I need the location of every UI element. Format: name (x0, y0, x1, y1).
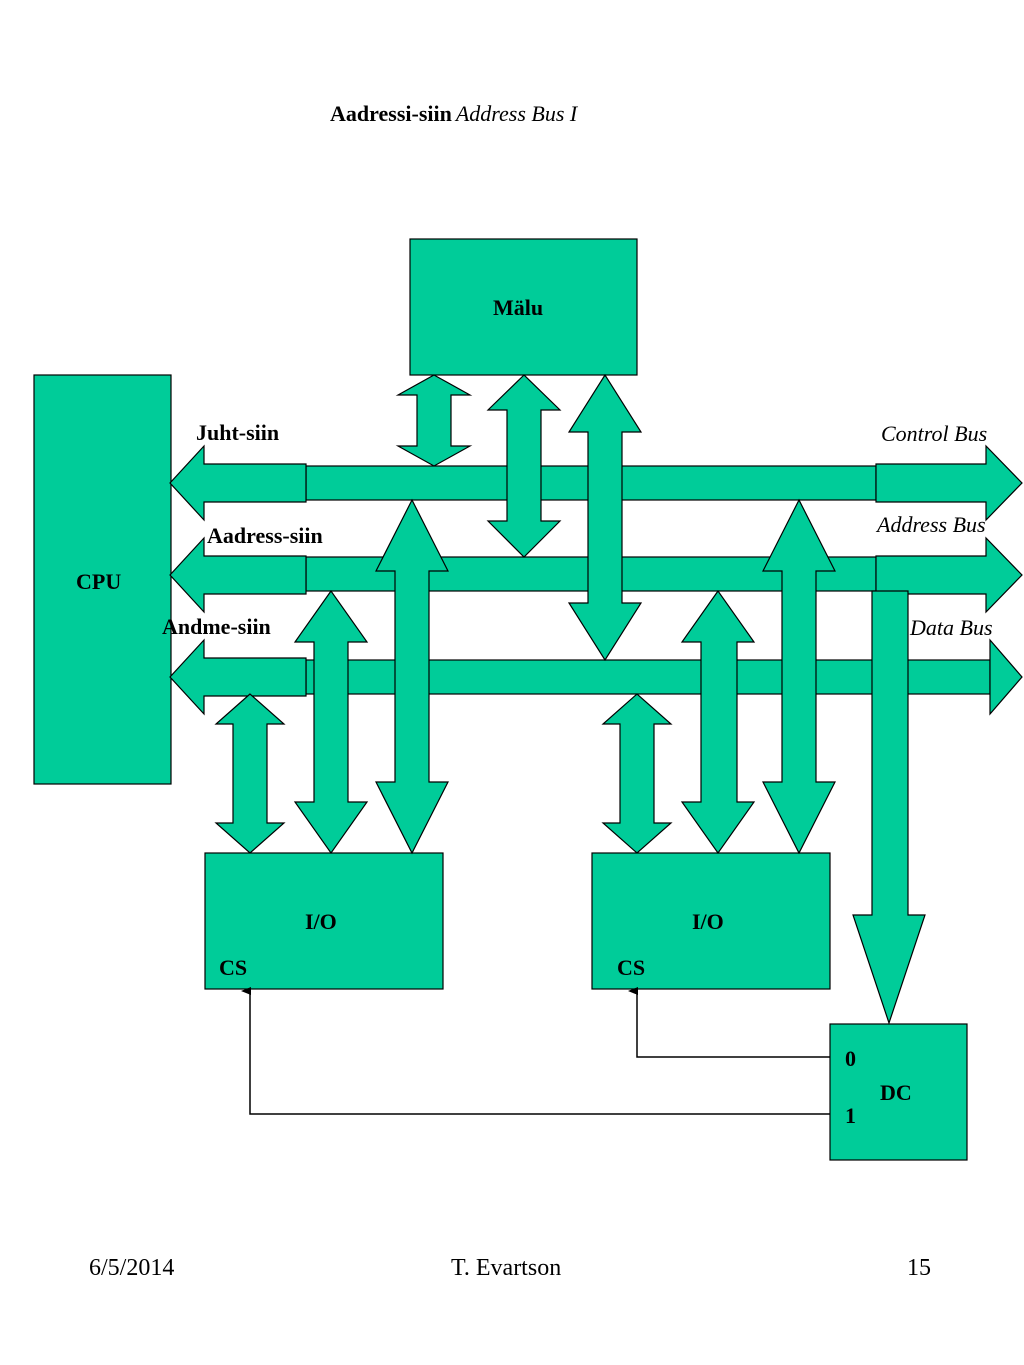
io-left-data-arrow (214, 693, 286, 854)
io-right-address-arrow (680, 589, 756, 855)
address-to-decoder-arrow (852, 590, 926, 1025)
io-left-control-arrow (375, 498, 449, 855)
cs-line-left (241, 987, 830, 1115)
address-bus-en-label: Address Bus (877, 512, 986, 537)
control-bus-left-arrow (169, 444, 307, 522)
cpu-box (33, 374, 172, 785)
decoder-output-0: 0 (845, 1046, 856, 1071)
decoder-label: DC (880, 1080, 912, 1105)
footer-author: T. Evartson (451, 1255, 562, 1281)
io-right-label: I/O (692, 909, 724, 934)
io-right-data-arrow (601, 693, 673, 854)
decoder-box (829, 1023, 968, 1161)
control-bus-label: Juht-siin (196, 420, 280, 445)
io-right-control-arrow (762, 498, 836, 855)
address-bus-left-arrow (169, 536, 307, 614)
title-bold: Aadressi-siin (330, 101, 452, 126)
memory-label: Mälu (493, 295, 544, 320)
decoder-output-1: 1 (845, 1103, 856, 1128)
io-right-cs-label: CS (617, 955, 646, 980)
data-bus-right-arrow (989, 638, 1023, 716)
slide-title: Aadressi-siin Address Bus I (330, 103, 577, 125)
io-right-box (591, 852, 831, 990)
control-bus-right-arrow (875, 444, 1023, 522)
io-left-box (204, 852, 444, 990)
cpu-label: CPU (76, 569, 122, 594)
data-bus-en-label: Data Bus (910, 615, 993, 640)
control-bus-en-label: Control Bus (881, 421, 988, 446)
title-italic: Address Bus I (455, 101, 578, 126)
io-left-label: I/O (305, 909, 337, 934)
memory-control-arrow (395, 374, 473, 467)
data-bus-label: Andme-siin (162, 614, 271, 639)
data-bus-left-arrow (169, 638, 307, 716)
footer-page-number: 15 (907, 1255, 931, 1281)
io-left-cs-label: CS (219, 955, 248, 980)
footer-date: 6/5/2014 (89, 1255, 175, 1281)
memory-address-arrow (486, 374, 562, 558)
io-left-address-arrow (293, 589, 369, 855)
address-bus-label: Aadress-siin (207, 523, 323, 548)
memory-box (409, 238, 638, 376)
memory-data-arrow (567, 373, 643, 662)
cs-line-right (628, 987, 830, 1058)
